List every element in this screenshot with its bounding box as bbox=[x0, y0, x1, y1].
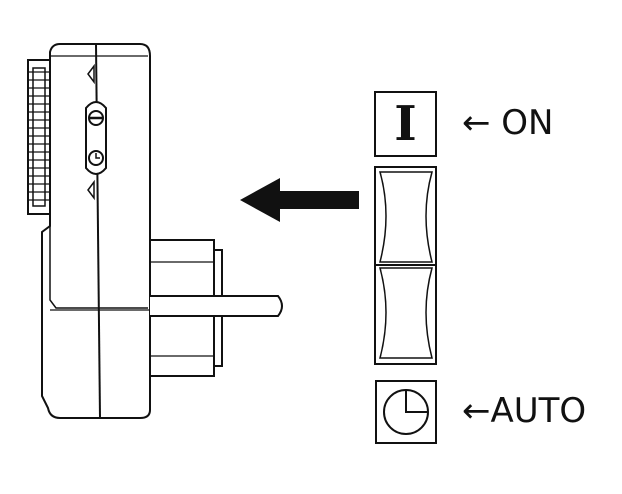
dial-ring bbox=[27, 59, 51, 215]
auto-label: ←AUTO bbox=[462, 391, 587, 431]
timer-plug-icon bbox=[27, 43, 283, 419]
power-on-bar-icon: I bbox=[394, 96, 417, 152]
on-label: ← ON bbox=[462, 103, 554, 143]
housing-body bbox=[41, 43, 151, 419]
clock-icon bbox=[375, 380, 437, 444]
arrow-left-icon bbox=[240, 178, 359, 222]
on-symbol-box bbox=[374, 91, 437, 157]
plug-pin bbox=[150, 295, 283, 317]
rocker-switch bbox=[374, 166, 437, 365]
